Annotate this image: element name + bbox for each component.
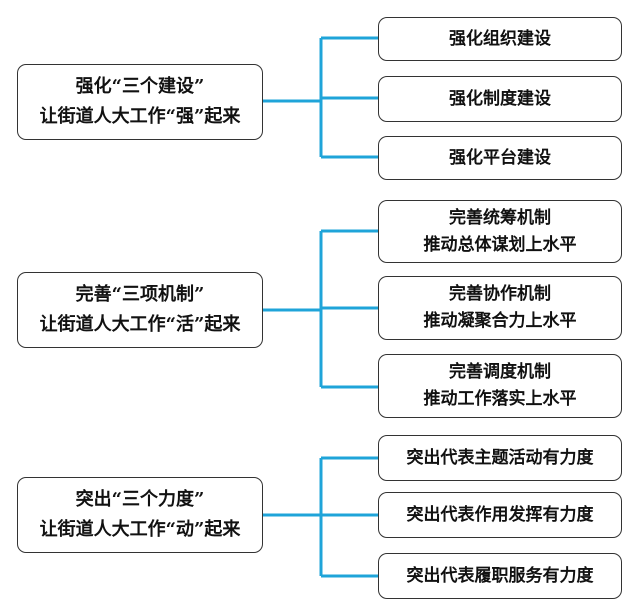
group-1-item-1-text: 强化组织建设 bbox=[449, 28, 551, 49]
group-3-item-3-box: 突出代表履职服务有力度 bbox=[378, 553, 622, 599]
group-1-item-2-box: 强化制度建设 bbox=[378, 76, 622, 122]
group-1-item-3-text: 强化平台建设 bbox=[449, 147, 551, 168]
group-3-item-1-box: 突出代表主题活动有力度 bbox=[378, 435, 622, 481]
group-2-item-1-line-2: 推动总体谋划上水平 bbox=[423, 234, 577, 255]
group-2-item-2-box: 完善协作机制 推动凝聚合力上水平 bbox=[378, 276, 622, 340]
group-2-title-box: 完善“三项机制” 让街道人大工作“活”起来 bbox=[17, 272, 263, 348]
group-2-item-1-box: 完善统筹机制 推动总体谋划上水平 bbox=[378, 200, 622, 263]
group-2-item-3-line-2: 推动工作落实上水平 bbox=[423, 389, 577, 409]
group-3-title-line-1: 突出“三个力度” bbox=[75, 489, 205, 510]
group-2-item-3-line-1: 完善调度机制 bbox=[449, 362, 551, 382]
group-2-item-2-line-1: 完善协作机制 bbox=[449, 284, 551, 304]
group-2-item-2-line-2: 推动凝聚合力上水平 bbox=[423, 311, 577, 331]
group-1-item-3-box: 强化平台建设 bbox=[378, 136, 622, 180]
group-3-item-2-text: 突出代表作用发挥有力度 bbox=[406, 504, 594, 525]
group-3-item-2-box: 突出代表作用发挥有力度 bbox=[378, 492, 622, 538]
group-3-title-box: 突出“三个力度” 让街道人大工作“动”起来 bbox=[17, 477, 263, 553]
group-3-item-1-text: 突出代表主题活动有力度 bbox=[406, 447, 594, 468]
group-2-item-1-line-1: 完善统筹机制 bbox=[449, 207, 551, 228]
group-1-title-box: 强化“三个建设” 让街道人大工作“强”起来 bbox=[17, 64, 263, 140]
group-3-item-3-text: 突出代表履职服务有力度 bbox=[406, 565, 594, 586]
group-1-title-line-1: 强化“三个建设” bbox=[75, 76, 205, 97]
group-1-title-line-2: 让街道人大工作“强”起来 bbox=[39, 106, 241, 127]
group-1-item-1-box: 强化组织建设 bbox=[378, 17, 622, 61]
group-3-title-line-2: 让街道人大工作“动”起来 bbox=[39, 519, 241, 540]
group-2-title-line-2: 让街道人大工作“活”起来 bbox=[39, 314, 241, 335]
group-2-title-line-1: 完善“三项机制” bbox=[75, 284, 205, 305]
group-2-item-3-box: 完善调度机制 推动工作落实上水平 bbox=[378, 354, 622, 418]
group-1-item-2-text: 强化制度建设 bbox=[449, 88, 551, 109]
